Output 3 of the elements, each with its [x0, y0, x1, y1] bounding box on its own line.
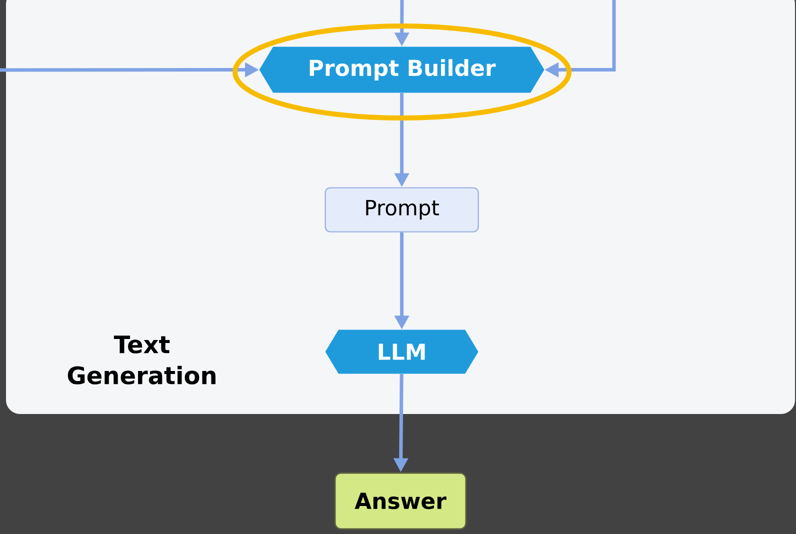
- output-box: Answer: [334, 472, 467, 530]
- process-hexagon: Prompt Builder: [259, 46, 544, 93]
- data-box: Prompt: [324, 187, 479, 232]
